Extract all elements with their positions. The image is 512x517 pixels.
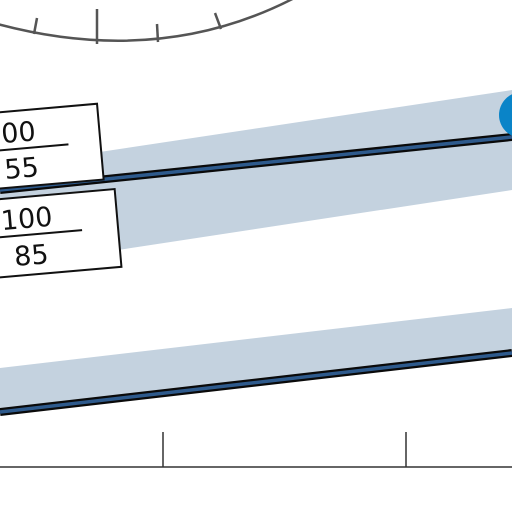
- scale-bar: [0, 432, 512, 468]
- circle-marker-icon[interactable]: [499, 92, 512, 138]
- route-upper-band: [0, 90, 512, 268]
- label-upper-top-value: 00: [0, 116, 37, 150]
- label-lower-bottom-value: 85: [13, 239, 50, 273]
- compass-arc-icon: [0, 0, 293, 44]
- route-lower-band: [0, 308, 512, 414]
- label-upper-divider: [0, 143, 69, 152]
- label-box-lower[interactable]: 100 85: [0, 187, 123, 280]
- route-lower-line: [0, 351, 512, 414]
- route-lower[interactable]: [0, 308, 512, 416]
- label-box-upper[interactable]: 00 55: [0, 102, 105, 192]
- label-lower-top-value: 100: [0, 202, 54, 237]
- label-lower-divider: [0, 229, 83, 239]
- label-upper-bottom-value: 55: [3, 152, 40, 186]
